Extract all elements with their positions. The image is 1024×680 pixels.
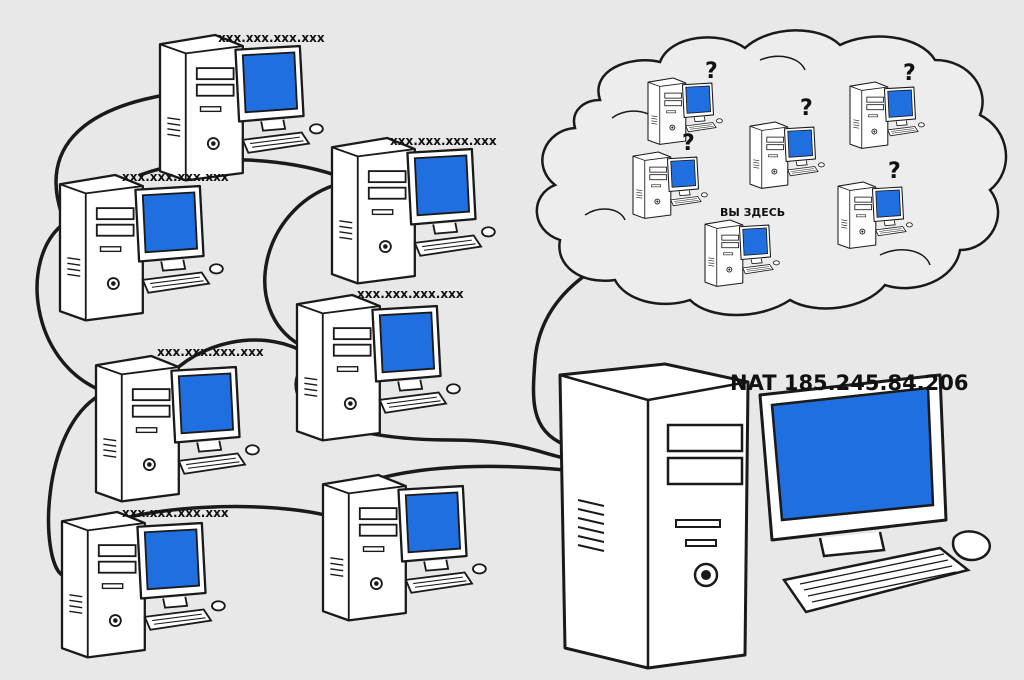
unknown-mark: ?	[888, 159, 901, 184]
ip-label: xxx.xxx.xxx.xxx	[218, 31, 325, 45]
unknown-mark: ?	[800, 96, 813, 121]
unknown-mark: ?	[682, 131, 695, 156]
unknown-mark: ?	[903, 61, 916, 86]
ip-label: xxx.xxx.xxx.xxx	[122, 170, 229, 184]
ip-label: xxx.xxx.xxx.xxx	[157, 345, 264, 359]
ip-label: xxx.xxx.xxx.xxx	[390, 134, 497, 148]
nat-address-label: NAT 185.245.84.206	[730, 371, 969, 395]
you-are-here-label: ВЫ ЗДЕСЬ	[720, 206, 785, 219]
network-computer-3	[330, 136, 496, 285]
network-computer-4	[295, 293, 461, 442]
network-computer-1	[158, 33, 324, 182]
network-computer-6	[60, 510, 226, 659]
network-computer-2	[58, 173, 224, 322]
unknown-mark: ?	[705, 59, 718, 84]
ip-label: xxx.xxx.xxx.xxx	[122, 506, 229, 520]
network-computer-5	[94, 354, 260, 503]
nat-computer	[558, 362, 991, 670]
ip-label: xxx.xxx.xxx.xxx	[357, 287, 464, 301]
network-computer-7	[321, 473, 487, 622]
